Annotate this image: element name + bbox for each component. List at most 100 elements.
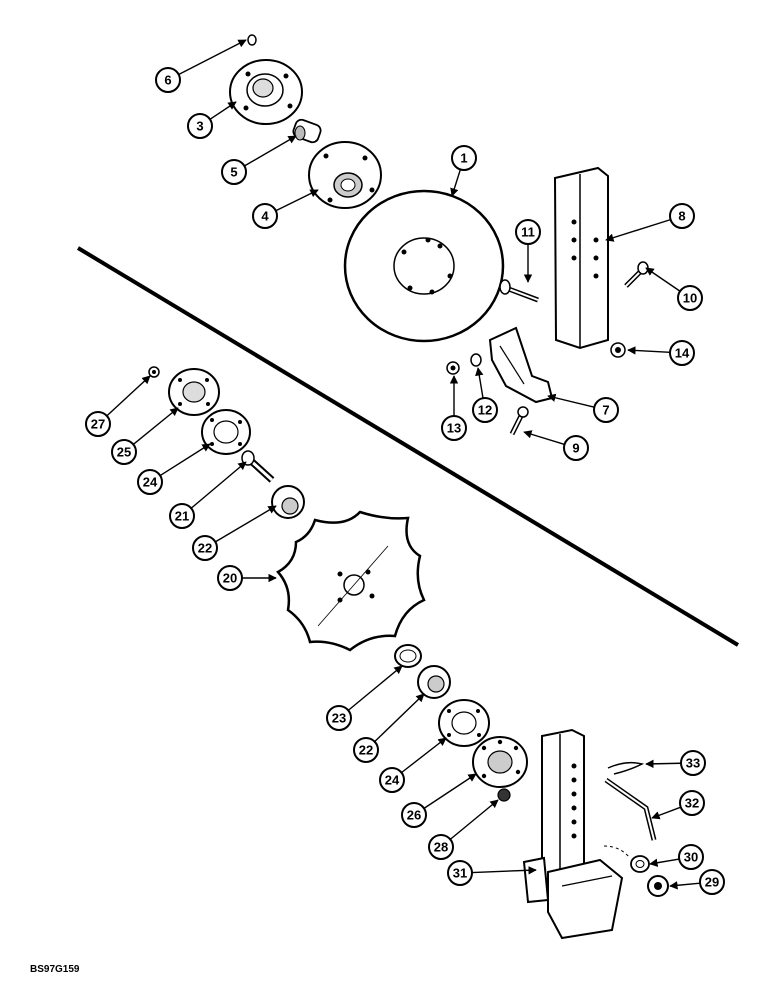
- callout-number: 21: [175, 509, 189, 524]
- leader-line-28: [449, 799, 499, 840]
- callout-number: 4: [261, 209, 269, 224]
- callout-balloon: [217, 565, 243, 591]
- leader-line-26: [423, 773, 477, 809]
- part-13-nut: [446, 361, 460, 375]
- leader-line-30: [649, 858, 680, 867]
- part-6-grease-fitting: [247, 34, 257, 46]
- callout-33: 33: [680, 750, 706, 776]
- callout-balloon: [699, 869, 725, 895]
- callout-balloon: [677, 285, 703, 311]
- callout-number: 27: [91, 417, 105, 432]
- callout-14: 14: [669, 340, 695, 366]
- callout-balloon: [593, 397, 619, 423]
- callout-number: 26: [407, 808, 421, 823]
- callout-balloon: [379, 767, 405, 793]
- callout-3: 3: [187, 113, 213, 139]
- callout-balloon: [111, 439, 137, 465]
- leader-line-29: [669, 881, 701, 890]
- leader-line-21: [190, 461, 247, 509]
- callout-number: 25: [117, 445, 131, 460]
- callout-number: 29: [705, 875, 719, 890]
- leader-line-31: [471, 866, 537, 875]
- leader-line-7: [547, 393, 595, 408]
- callout-balloon: [451, 145, 477, 171]
- leader-line-22: [214, 505, 277, 543]
- callout-balloon: [169, 503, 195, 529]
- callout-balloon: [326, 705, 352, 731]
- part-8-shank-tube: [553, 166, 609, 350]
- callout-balloon: [155, 67, 181, 93]
- callout-1: 1: [451, 145, 477, 171]
- callout-5: 5: [221, 159, 247, 185]
- callout-28: 28: [428, 834, 454, 860]
- leader-line-3: [209, 101, 237, 120]
- callout-balloon: [401, 802, 427, 828]
- callout-21: 21: [169, 503, 195, 529]
- leader-line-25: [132, 407, 179, 445]
- reference-code: BS97G159: [30, 964, 80, 975]
- callout-9: 9: [563, 435, 589, 461]
- leader-line-23: [347, 665, 403, 711]
- part-25-hub-cap: [168, 368, 220, 416]
- callout-22: 22: [353, 737, 379, 763]
- callout-26: 26: [401, 802, 427, 828]
- part-3-hub-flange: [229, 59, 303, 125]
- callout-13: 13: [441, 415, 467, 441]
- leader-line-14: [627, 346, 671, 355]
- leader-line-9: [523, 430, 565, 446]
- callout-number: 22: [198, 541, 212, 556]
- leader-line-12: [475, 367, 484, 399]
- leader-line-24: [401, 737, 447, 774]
- callout-number: 1: [460, 151, 467, 166]
- callout-number: 13: [447, 421, 461, 436]
- callout-number: 24: [143, 475, 158, 490]
- leader-line-22: [374, 693, 425, 743]
- callout-balloon: [678, 844, 704, 870]
- callout-number: 20: [223, 571, 237, 586]
- callout-balloon: [441, 415, 467, 441]
- part-9-bolt: [509, 406, 529, 436]
- callout-balloon: [192, 535, 218, 561]
- callout-30: 30: [678, 844, 704, 870]
- callout-24: 24: [379, 767, 405, 793]
- callout-number: 23: [332, 711, 346, 726]
- leader-line-32: [651, 806, 682, 820]
- part-4-bearing-hub: [308, 141, 382, 209]
- callout-number: 24: [385, 773, 400, 788]
- callout-balloon: [669, 203, 695, 229]
- callout-27: 27: [85, 411, 111, 437]
- leader-line-8: [605, 218, 671, 242]
- part-14-nut: [610, 342, 626, 358]
- callout-10: 10: [677, 285, 703, 311]
- part-1-disc-blade: [343, 189, 505, 343]
- callout-12: 12: [472, 397, 498, 423]
- callout-balloon: [515, 219, 541, 245]
- part-26-bearing-housing: [472, 736, 528, 788]
- part-23-spacer-ring: [394, 644, 422, 668]
- leader-line-4: [275, 189, 319, 212]
- callout-balloon: [137, 469, 163, 495]
- part-33-hair-pin: [607, 761, 645, 775]
- callout-number: 28: [434, 840, 448, 855]
- callout-number: 11: [521, 225, 535, 240]
- section-divider-line: [76, 246, 740, 647]
- callout-7: 7: [593, 397, 619, 423]
- callout-balloon: [679, 790, 705, 816]
- leader-line-24: [159, 443, 211, 477]
- part-24-flange-plate-lower: [438, 699, 490, 747]
- leader-line-27: [106, 375, 151, 417]
- part-10-bolt: [624, 261, 649, 288]
- callout-25: 25: [111, 439, 137, 465]
- callout-balloon: [252, 203, 278, 229]
- callout-number: 33: [686, 756, 700, 771]
- callout-number: 12: [478, 403, 492, 418]
- part-21-spindle-bolt: [241, 450, 275, 483]
- part-7-scraper-bracket: [488, 326, 554, 404]
- callout-number: 8: [678, 209, 685, 224]
- callout-balloon: [353, 737, 379, 763]
- callout-11: 11: [515, 219, 541, 245]
- callout-31: 31: [447, 860, 473, 886]
- callout-balloon: [669, 340, 695, 366]
- leader-line-5: [244, 135, 297, 167]
